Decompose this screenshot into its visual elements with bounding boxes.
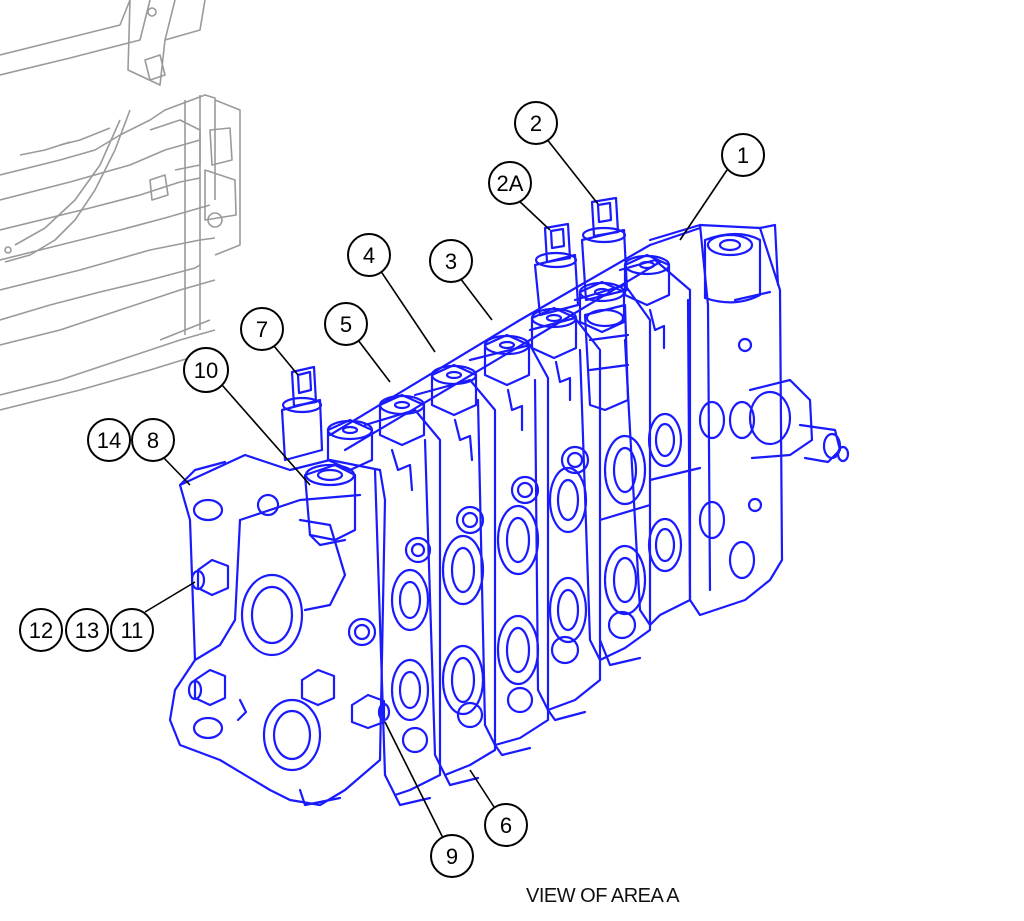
right-end-cover xyxy=(648,223,784,617)
callout-12: 12 xyxy=(19,608,63,652)
callout-13: 13 xyxy=(65,608,109,652)
view-caption: VIEW OF AREA A xyxy=(526,885,680,907)
inlet-cartridge xyxy=(303,463,357,547)
solenoid-2a xyxy=(533,222,580,317)
valve-section-4 xyxy=(468,343,550,757)
svg-text:2A: 2A xyxy=(497,171,524,196)
svg-text:12: 12 xyxy=(29,618,53,643)
valve-section-5 xyxy=(413,378,497,787)
callouts: 1 2 2A 3 4 5 7 10 xyxy=(19,101,765,878)
valve-section-3 xyxy=(528,316,637,722)
callout-5: 5 xyxy=(324,302,368,346)
center-spool-extension xyxy=(583,303,630,412)
svg-text:6: 6 xyxy=(500,813,512,838)
svg-text:14: 14 xyxy=(97,428,121,453)
valve-section-2 xyxy=(573,283,652,667)
svg-text:8: 8 xyxy=(147,428,159,453)
valve-section-6 xyxy=(363,408,442,807)
svg-text:7: 7 xyxy=(256,317,268,342)
control-valve-assembly xyxy=(168,196,850,807)
svg-text:5: 5 xyxy=(340,312,352,337)
svg-text:11: 11 xyxy=(121,618,144,643)
solenoid-2 xyxy=(580,196,629,302)
callout-2a: 2A xyxy=(488,161,532,205)
callout-1: 1 xyxy=(721,133,765,177)
valve-section-1 xyxy=(618,258,726,627)
callout-7: 7 xyxy=(240,307,284,351)
svg-text:3: 3 xyxy=(445,249,457,274)
callout-8: 8 xyxy=(131,418,175,462)
inlet-fittings xyxy=(187,558,391,730)
svg-text:1: 1 xyxy=(737,143,749,168)
svg-text:13: 13 xyxy=(75,618,99,643)
svg-text:10: 10 xyxy=(194,358,218,383)
svg-text:4: 4 xyxy=(363,243,375,268)
callout-4: 4 xyxy=(347,233,391,277)
machine-frame xyxy=(0,0,241,411)
svg-text:9: 9 xyxy=(446,844,458,869)
callout-2: 2 xyxy=(514,101,558,145)
solenoid-7 xyxy=(280,365,324,462)
svg-text:2: 2 xyxy=(530,111,542,136)
relief-cartridge-right xyxy=(748,378,850,464)
callout-6: 6 xyxy=(484,803,528,847)
callout-3: 3 xyxy=(429,239,473,283)
spool-caps xyxy=(326,253,671,492)
callout-14: 14 xyxy=(87,418,131,462)
inlet-end-cover xyxy=(168,453,387,807)
callout-10: 10 xyxy=(183,347,229,393)
callout-11: 11 xyxy=(110,608,154,652)
leader-lines xyxy=(144,137,728,841)
callout-9: 9 xyxy=(430,834,474,878)
